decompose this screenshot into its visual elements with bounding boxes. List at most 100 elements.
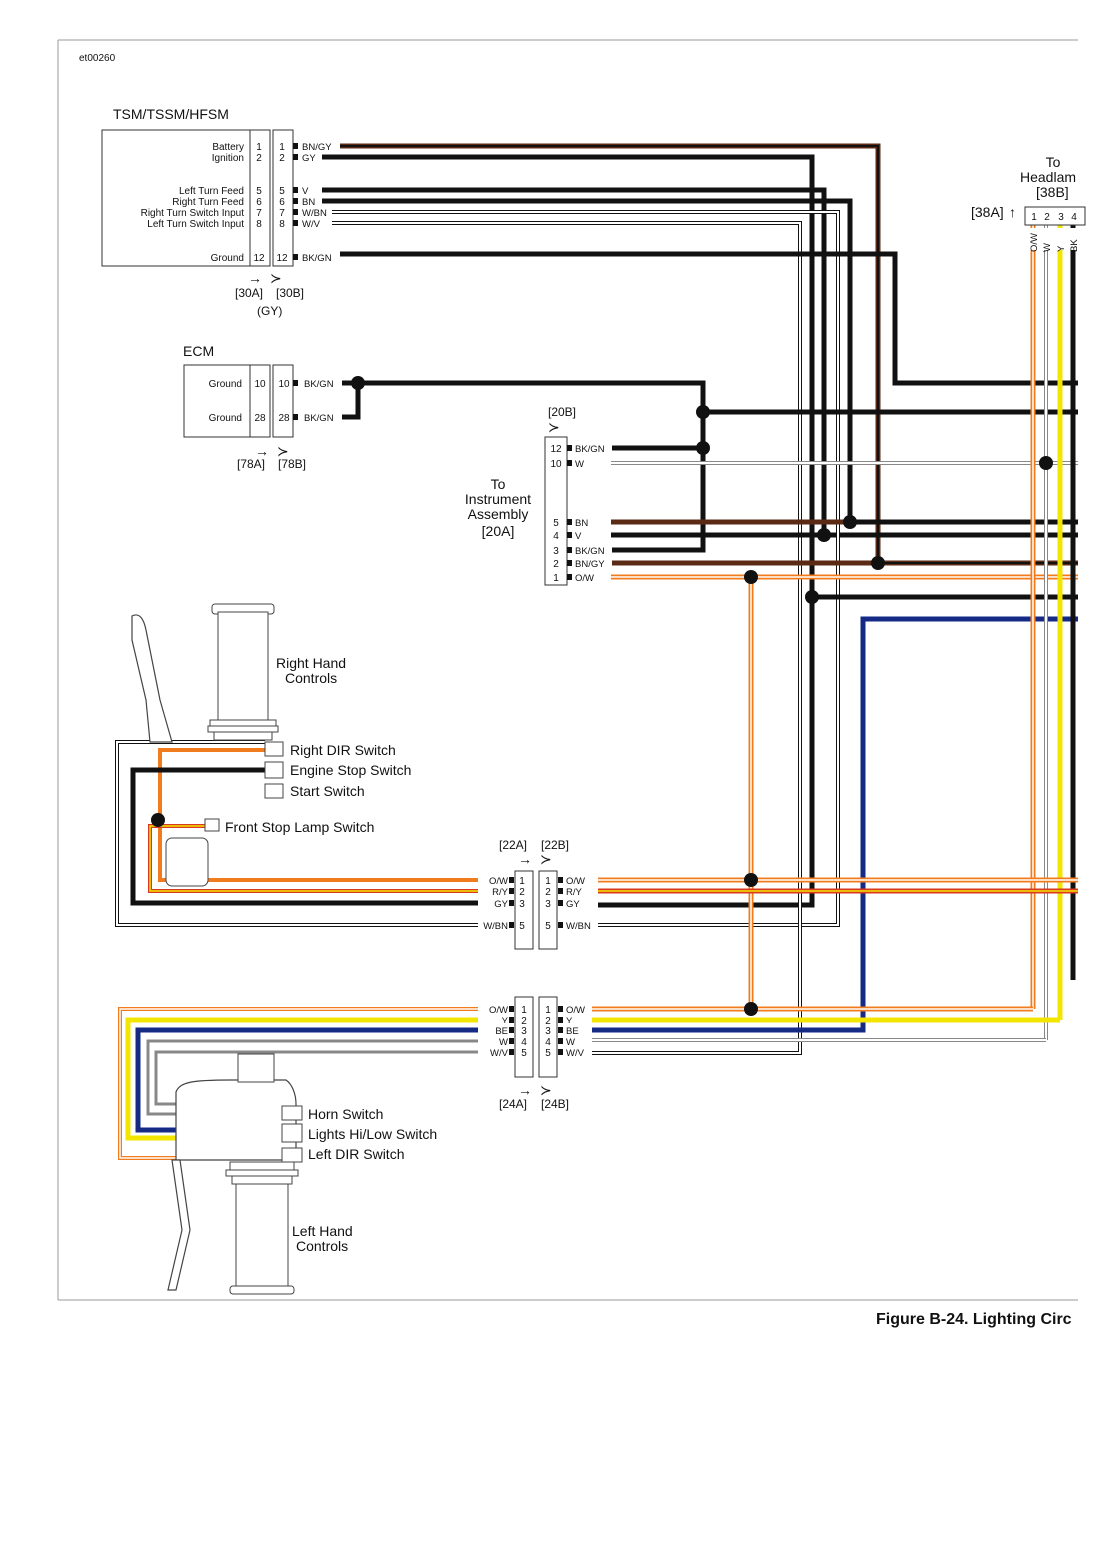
headlamp-label-bg — [1041, 228, 1053, 250]
conn24-label-bg-b — [564, 1045, 592, 1057]
conn24-terminal-b — [558, 1027, 563, 1033]
conn22-wire-label-b: W/BN — [566, 921, 591, 932]
conn24-label-bg-b — [564, 1013, 592, 1025]
front-stop-lamp-switch-label: Front Stop Lamp Switch — [225, 819, 374, 835]
ecm-arrow-a: → — [255, 443, 269, 459]
tssm-pin-terminal — [293, 209, 298, 215]
conn24-terminal-a — [509, 1017, 514, 1023]
headlamp-pin: 3 — [1058, 212, 1064, 223]
conn24-terminal-b — [558, 1049, 563, 1055]
ecm-wire-label: BK/GN — [304, 413, 334, 424]
ecm-pin-terminal — [293, 380, 298, 386]
headlamp-pin: 2 — [1044, 212, 1050, 223]
tssm-pin-terminal — [293, 154, 298, 160]
conn22-wire-label-b: O/W — [566, 876, 585, 887]
conn22-arrow-b: ≻ — [540, 851, 552, 867]
tssm-pin-a: 8 — [256, 219, 262, 230]
tssm-pin-terminal — [293, 143, 298, 149]
ecm-wire-label: BK/GN — [304, 379, 334, 390]
conn22-terminal-a — [509, 888, 514, 894]
tssm-wire-label: W/V — [302, 219, 321, 230]
right-hand-controls: Right Hand Controls Right DIR Switch Eng… — [131, 603, 411, 887]
instrument-pin-terminal — [567, 460, 572, 466]
instrument-pin: 12 — [550, 444, 562, 455]
instrument-pin: 3 — [553, 546, 559, 557]
conn22-pin-b: 1 — [545, 876, 551, 887]
conn24-wire-label-b: Y — [566, 1016, 573, 1027]
instrument-pin: 5 — [553, 518, 559, 529]
conn22-label-bg-a — [478, 896, 514, 908]
conn22-wire-label-a: O/W — [489, 876, 508, 887]
conn24-wire-label-a: W/V — [490, 1048, 509, 1059]
tssm-arrow-b: ≻ — [270, 270, 282, 286]
instrument-wire-label: BK/GN — [575, 444, 605, 455]
left-hand-controls: Horn Switch Lights Hi/Low Switch Left DI… — [167, 1053, 437, 1295]
right-dir-switch-label: Right DIR Switch — [290, 742, 396, 758]
conn24-pin-a: 5 — [521, 1048, 527, 1059]
instrument-wire-label: BN/GY — [575, 559, 605, 570]
ecm-arrow-b: ≻ — [277, 443, 289, 459]
instrument-wire-label: O/W — [575, 573, 594, 584]
conn22-pin-b: 3 — [545, 899, 551, 910]
conn22-b: [22B] — [541, 838, 569, 852]
conn24-terminal-b — [558, 1017, 563, 1023]
tssm-pin-a: 7 — [256, 208, 262, 219]
instrument-wire-label: BN — [575, 518, 588, 529]
conn24-wire-label-a: O/W — [489, 1005, 508, 1016]
conn24-label-bg-b — [564, 1034, 592, 1046]
conn24-terminal-b — [558, 1038, 563, 1044]
conn22-wire-label-a: GY — [494, 899, 508, 910]
conn22-terminal-a — [509, 922, 514, 928]
ecm-pin-a: 28 — [254, 413, 266, 424]
conn24-a: [24A] — [499, 1097, 527, 1111]
headlamp-wire-label: W — [1042, 243, 1053, 252]
tssm-label: Battery — [212, 142, 244, 153]
instrument-pin: 1 — [553, 573, 559, 584]
conn24-label-bg-a — [480, 1013, 514, 1025]
headlamp-label-bg — [1055, 228, 1067, 250]
instrument-pin-terminal — [567, 445, 572, 451]
engine-stop-switch-label: Engine Stop Switch — [290, 762, 411, 778]
tssm-label: Left Turn Switch Input — [147, 219, 244, 230]
conn22-terminal-b — [558, 877, 563, 883]
conn24-wire-label-a: W — [499, 1037, 508, 1048]
conn22-pin-a: 5 — [519, 921, 525, 932]
lights-hi-low-switch-label: Lights Hi/Low Switch — [308, 1126, 437, 1142]
tssm-conn-a: [30A] — [235, 286, 263, 300]
ecm-pin-terminal — [293, 414, 298, 420]
headlamp-title-1: To — [1046, 154, 1061, 170]
tssm-pin-b: 12 — [276, 253, 288, 264]
headlamp-arrow: ↑ — [1009, 204, 1016, 220]
conn24-label-bg-a — [480, 1034, 514, 1046]
tssm-label: Right Turn Switch Input — [141, 208, 245, 219]
conn22-label-bg-b — [564, 884, 598, 896]
left-hand-title-2: Controls — [296, 1238, 348, 1254]
conn22-terminal-b — [558, 900, 563, 906]
instrument-label-bg — [573, 570, 611, 582]
conn22-label-bg-b — [564, 873, 598, 885]
headlamp-wire-label: O/W — [1029, 233, 1040, 252]
conn22-wire-label-a: W/BN — [483, 921, 508, 932]
instrument-title-3: Assembly — [468, 506, 529, 522]
conn24-pin-a: 1 — [521, 1005, 527, 1016]
conn24-label-bg-b — [564, 1023, 592, 1035]
tssm-pin-b: 1 — [279, 142, 285, 153]
tssm-pin-a: 5 — [256, 186, 262, 197]
headlamp-title-2: Headlam — [1020, 169, 1076, 185]
tssm-label: Left Turn Feed — [179, 186, 244, 197]
conn24-pin-a: 3 — [521, 1026, 527, 1037]
conn24-arrow-a: → — [518, 1082, 532, 1098]
instrument-pin-terminal — [567, 519, 572, 525]
conn24-terminal-a — [509, 1049, 514, 1055]
conn24-wire-label-a: BE — [495, 1026, 508, 1037]
conn22-pin-a: 2 — [519, 887, 525, 898]
headlamp-title-3: [38B] — [1036, 184, 1069, 200]
conn24-wire-label-b: W — [566, 1037, 575, 1048]
headlamp-wire-label: Y — [1056, 245, 1067, 252]
conn22-wire-label-b: GY — [566, 899, 580, 910]
conn24-b: [24B] — [541, 1097, 569, 1111]
tssm-pin-terminal — [293, 220, 298, 226]
